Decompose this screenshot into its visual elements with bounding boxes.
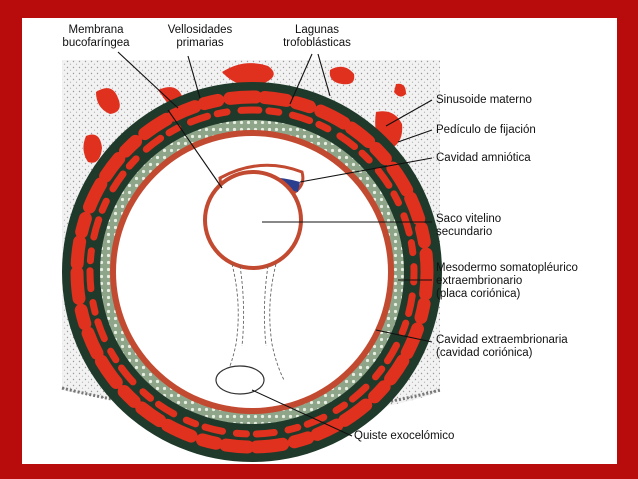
label-vellosidades-primarias: Vellosidades primarias — [167, 24, 233, 49]
label-cavidad-extraembrionaria: Cavidad extraembrionaria (cavidad corión… — [436, 334, 568, 359]
label-lagunas-trofoblasticas: Lagunas trofoblásticas — [283, 24, 351, 49]
maternal-sinusoids — [83, 63, 406, 163]
leader-lines — [117, 51, 433, 437]
label-quiste-exocelomico: Quiste exocelómico — [354, 430, 455, 442]
label-saco-vitelino: Saco vitelino secundario — [436, 213, 502, 238]
label-membrana-bucofaringea: Membrana bucofaríngea — [62, 24, 130, 49]
label-sinusoide-materno: Sinusoide materno — [436, 94, 532, 106]
label-pediculo-fijacion: Pedículo de fijación — [436, 124, 536, 136]
trophoblastic-lacunae-inner — [86, 106, 418, 438]
secondary-yolk-sac — [203, 170, 303, 270]
label-mesodermo: Mesodermo somatopléurico extraembrionari… — [436, 262, 578, 300]
exocoelomic-cyst — [215, 365, 265, 395]
trophoblastic-lacunae — [70, 90, 434, 454]
label-cavidad-amniotica: Cavidad amniótica — [436, 152, 531, 164]
chorionic-cavity — [116, 136, 388, 408]
